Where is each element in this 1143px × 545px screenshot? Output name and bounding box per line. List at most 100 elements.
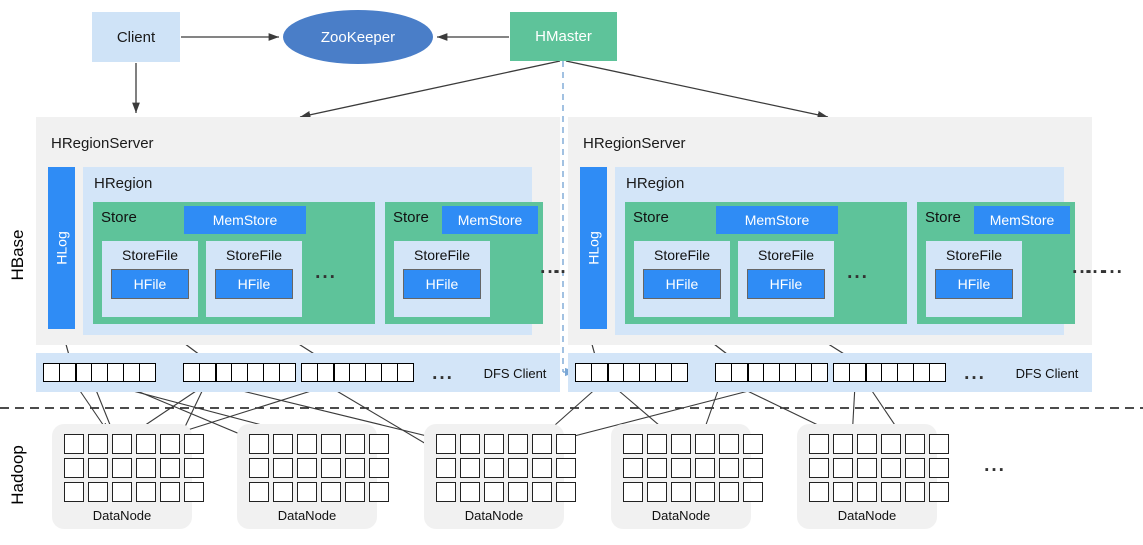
datanode-block[interactable] — [112, 434, 132, 454]
block-cell[interactable] — [623, 363, 640, 382]
hregion-box[interactable]: HRegion Store MemStore StoreFile HFile S… — [83, 167, 573, 335]
block-cell[interactable] — [849, 363, 866, 382]
block-cell[interactable] — [279, 363, 296, 382]
block-cell[interactable] — [639, 363, 656, 382]
datanode-block[interactable] — [623, 482, 643, 502]
datanode-block[interactable] — [64, 458, 84, 478]
datanode-block[interactable] — [460, 482, 480, 502]
block-cell[interactable] — [231, 363, 248, 382]
datanode-block[interactable] — [184, 434, 204, 454]
datanode-block[interactable] — [671, 434, 691, 454]
datanode-block[interactable] — [112, 458, 132, 478]
block-cell[interactable] — [91, 363, 108, 382]
datanode-block[interactable] — [833, 482, 853, 502]
datanode-block[interactable] — [136, 482, 156, 502]
datanode-block[interactable] — [743, 482, 763, 502]
block-group[interactable] — [183, 363, 296, 382]
block-group[interactable] — [833, 363, 946, 382]
datanode-4[interactable]: DataNode — [611, 424, 763, 529]
datanode-block[interactable] — [460, 434, 480, 454]
datanode-block[interactable] — [436, 482, 456, 502]
datanode-block[interactable] — [249, 458, 269, 478]
datanode-block-grid[interactable] — [64, 434, 204, 502]
datanode-block[interactable] — [623, 458, 643, 478]
datanode-block[interactable] — [160, 458, 180, 478]
datanode-block[interactable] — [695, 434, 715, 454]
datanode-block[interactable] — [297, 434, 317, 454]
block-cell[interactable] — [317, 363, 334, 382]
store-box-2[interactable]: Store MemStore StoreFile HFile — [385, 202, 543, 324]
hfile-box[interactable]: HFile — [111, 269, 189, 299]
block-cell[interactable] — [671, 363, 688, 382]
datanode-block[interactable] — [484, 434, 504, 454]
hlog-bar[interactable]: HLog — [580, 167, 607, 329]
datanode-block[interactable] — [297, 482, 317, 502]
datanode-block-grid[interactable] — [623, 434, 763, 502]
block-cell[interactable] — [591, 363, 608, 382]
datanode-5[interactable]: DataNode — [797, 424, 949, 529]
datanode-block[interactable] — [556, 482, 576, 502]
block-cell[interactable] — [763, 363, 780, 382]
block-cell[interactable] — [833, 363, 850, 382]
datanode-block[interactable] — [64, 482, 84, 502]
datanode-3[interactable]: DataNode — [424, 424, 576, 529]
block-cell[interactable] — [779, 363, 796, 382]
datanode-block[interactable] — [623, 434, 643, 454]
block-cell[interactable] — [333, 363, 350, 382]
datanode-1[interactable]: DataNode — [52, 424, 204, 529]
block-cell[interactable] — [139, 363, 156, 382]
datanode-block[interactable] — [345, 482, 365, 502]
datanode-block[interactable] — [273, 434, 293, 454]
datanode-block[interactable] — [647, 482, 667, 502]
block-cell[interactable] — [43, 363, 60, 382]
datanode-block[interactable] — [345, 458, 365, 478]
dfs-client-left[interactable]: ... DFS Client — [36, 353, 560, 392]
datanode-block[interactable] — [857, 482, 877, 502]
datanode-block-grid[interactable] — [809, 434, 949, 502]
datanode-block[interactable] — [321, 482, 341, 502]
datanode-block[interactable] — [857, 458, 877, 478]
datanode-block-grid[interactable] — [249, 434, 389, 502]
block-cell[interactable] — [59, 363, 76, 382]
datanode-block[interactable] — [321, 458, 341, 478]
datanode-block[interactable] — [136, 458, 156, 478]
datanode-2[interactable]: DataNode — [237, 424, 389, 529]
regionserver-left[interactable]: HRegionServer HLog HRegion Store MemStor… — [36, 117, 573, 345]
block-cell[interactable] — [365, 363, 382, 382]
hregion-box[interactable]: HRegion Store MemStore StoreFile HFile S… — [615, 167, 1105, 335]
datanode-block[interactable] — [184, 458, 204, 478]
hlog-bar[interactable]: HLog — [48, 167, 75, 329]
datanode-block[interactable] — [929, 434, 949, 454]
datanode-block[interactable] — [297, 458, 317, 478]
datanode-block[interactable] — [532, 482, 552, 502]
datanode-block-grid[interactable] — [436, 434, 576, 502]
hfile-box[interactable]: HFile — [747, 269, 825, 299]
datanode-block[interactable] — [369, 482, 389, 502]
hfile-box[interactable]: HFile — [643, 269, 721, 299]
datanode-block[interactable] — [64, 434, 84, 454]
block-cell[interactable] — [381, 363, 398, 382]
datanode-block[interactable] — [809, 482, 829, 502]
block-cell[interactable] — [881, 363, 898, 382]
datanode-block[interactable] — [136, 434, 156, 454]
block-cell[interactable] — [107, 363, 124, 382]
block-cell[interactable] — [215, 363, 232, 382]
block-cell[interactable] — [865, 363, 882, 382]
datanode-block[interactable] — [160, 434, 180, 454]
datanode-block[interactable] — [88, 434, 108, 454]
datanode-block[interactable] — [719, 482, 739, 502]
block-cell[interactable] — [183, 363, 200, 382]
block-cell[interactable] — [123, 363, 140, 382]
storefile-box-1[interactable]: StoreFile HFile — [926, 241, 1022, 317]
datanode-block[interactable] — [88, 458, 108, 478]
datanode-block[interactable] — [809, 458, 829, 478]
block-group[interactable] — [575, 363, 688, 382]
datanode-block[interactable] — [905, 434, 925, 454]
datanode-block[interactable] — [809, 434, 829, 454]
datanode-block[interactable] — [881, 482, 901, 502]
datanode-block[interactable] — [88, 482, 108, 502]
block-cell[interactable] — [263, 363, 280, 382]
block-cell[interactable] — [655, 363, 672, 382]
datanode-block[interactable] — [273, 458, 293, 478]
block-cell[interactable] — [247, 363, 264, 382]
